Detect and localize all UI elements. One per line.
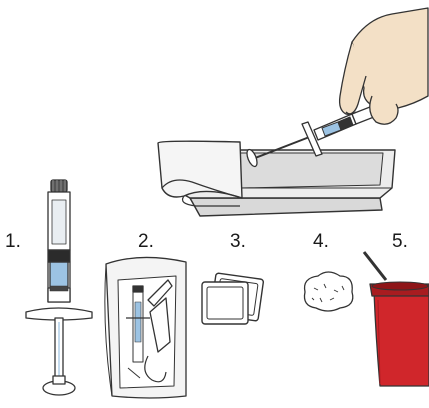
item-2-label: 2. (138, 232, 154, 251)
tray-icon (158, 141, 395, 216)
blister-package-icon (105, 257, 186, 398)
alcohol-swabs-icon (202, 273, 264, 324)
prefilled-syringe-icon (26, 180, 92, 395)
item-3-label: 3. (230, 232, 246, 251)
sharps-container-icon (364, 250, 429, 386)
item-1-label: 1. (5, 232, 21, 251)
hand-icon (340, 8, 428, 124)
cotton-ball-icon (304, 272, 352, 311)
item-4-label: 4. (313, 232, 329, 251)
item-5-label: 5. (392, 232, 408, 251)
